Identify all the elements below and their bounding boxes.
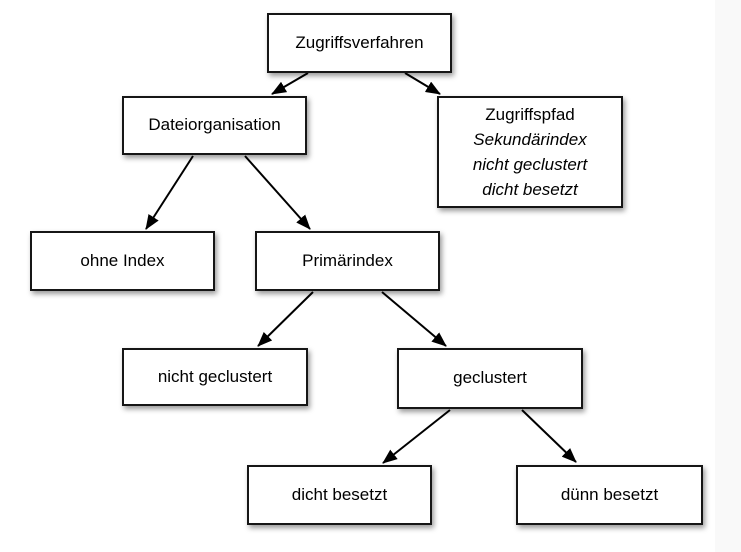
node-label-line2: Sekundärindex	[473, 130, 587, 149]
node-zugriffsverfahren: Zugriffsverfahren	[267, 13, 452, 73]
node-zugriffspfad: Zugriffspfad Sekundärindex nicht geclust…	[437, 96, 623, 208]
edge-zugriffsverfahren-dateiorganisation	[271, 72, 309, 95]
edge-primaerindex-geclustert	[381, 291, 447, 347]
node-label: dünn besetzt	[560, 484, 659, 504]
node-geclustert: geclustert	[397, 348, 583, 409]
node-label: dicht besetzt	[291, 484, 388, 504]
node-primaerindex: Primärindex	[255, 231, 440, 291]
node-label-line4: dicht besetzt	[482, 180, 578, 199]
node-dateiorganisation: Dateiorganisation	[122, 96, 307, 155]
node-label-line1: Zugriffspfad	[485, 105, 575, 124]
edge-primaerindex-nicht-geclustert	[257, 291, 314, 347]
node-label: ohne Index	[80, 250, 165, 270]
right-margin-strip	[715, 0, 741, 552]
edge-zugriffsverfahren-zugriffspfad	[404, 72, 441, 95]
node-label-line3: nicht geclustert	[472, 155, 588, 174]
node-label: geclustert	[453, 368, 527, 388]
edge-geclustert-dicht-besetzt	[382, 409, 451, 464]
edge-dateiorganisation-primaerindex	[244, 155, 311, 230]
node-label: Primärindex	[302, 250, 393, 270]
edge-geclustert-duenn-besetzt	[521, 409, 577, 463]
node-dicht-besetzt: dicht besetzt	[247, 465, 432, 525]
node-label: Dateiorganisation	[148, 115, 281, 135]
node-label: Zugriffsverfahren	[295, 32, 424, 52]
node-duenn-besetzt: dünn besetzt	[516, 465, 703, 525]
node-ohne-index: ohne Index	[30, 231, 215, 291]
node-nicht-geclustert: nicht geclustert	[122, 348, 308, 406]
node-label: nicht geclustert	[157, 366, 273, 386]
edge-dateiorganisation-ohne-index	[145, 155, 194, 230]
